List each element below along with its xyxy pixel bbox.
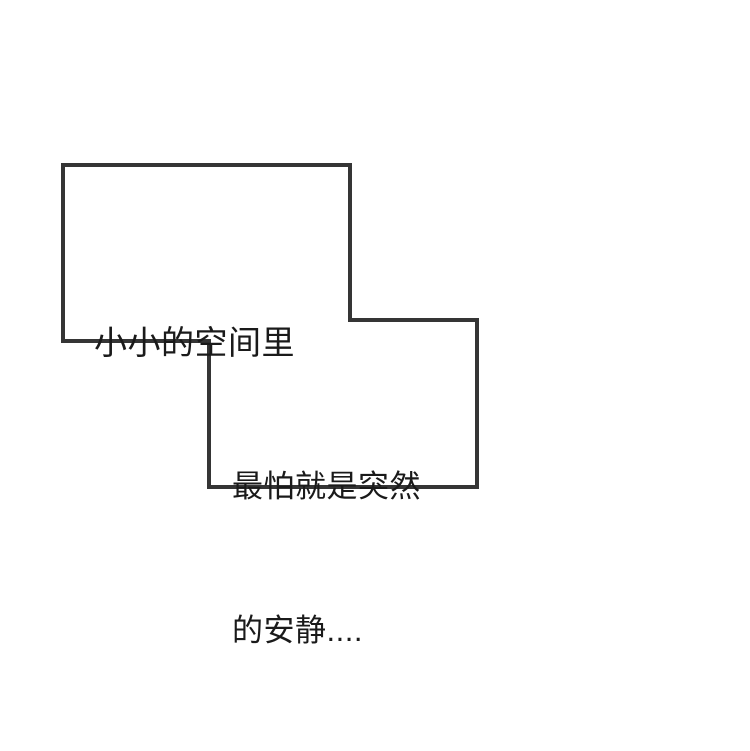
lower-balloon-line-1: 最怕就是突然 xyxy=(232,469,421,504)
comic-canvas: 小小的空间里 最怕就是突然 的安静.... xyxy=(0,0,750,648)
upper-balloon-text: 小小的空间里 xyxy=(94,233,295,453)
lower-balloon-line-2: 的安静.... xyxy=(232,613,363,648)
lower-balloon-text: 最怕就是突然 的安静.... xyxy=(232,367,421,751)
stepped-panel-polygon xyxy=(63,165,477,487)
speech-panel-outline xyxy=(0,0,750,586)
upper-balloon-line-1: 小小的空间里 xyxy=(94,324,295,361)
